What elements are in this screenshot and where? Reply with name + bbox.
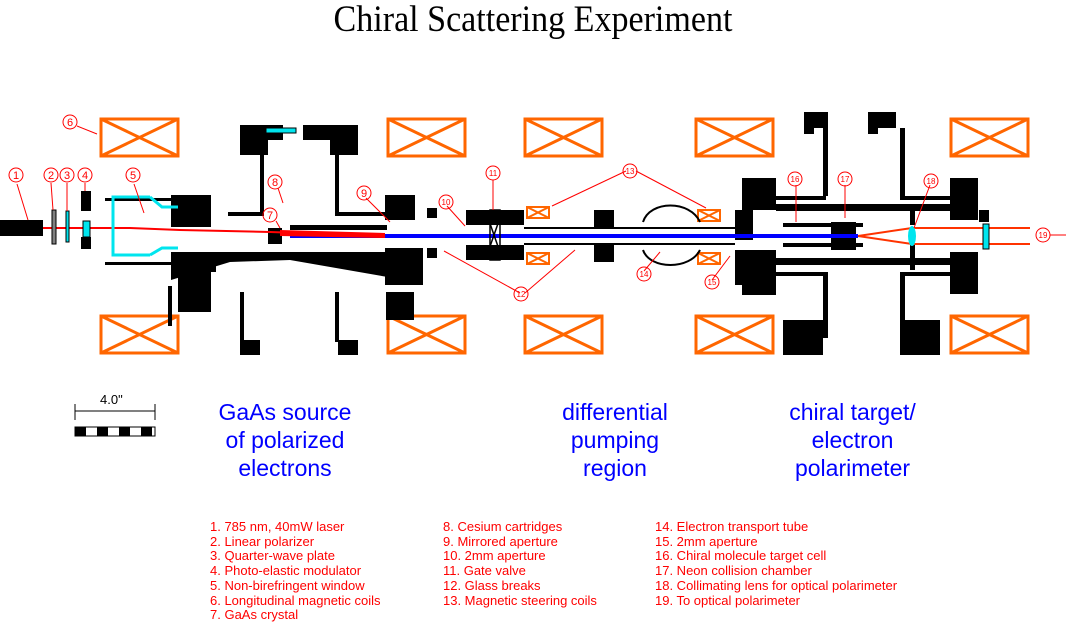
legend-item: 4. Photo-elastic modulator: [210, 563, 362, 579]
coil-top-3: [523, 117, 604, 158]
coil-top-5: [949, 117, 1030, 158]
legend-item: 13. Magnetic steering coils: [443, 592, 597, 608]
steering-coils: [526, 206, 721, 265]
coil-bottom-2: [386, 314, 467, 355]
legend-column-2: 8. Cesium cartridges 9. Mirrored apertur…: [443, 519, 597, 608]
callout-5: 5: [130, 170, 136, 182]
scale-bar: [74, 404, 156, 437]
gate-valve: [485, 209, 503, 261]
collimating-lens: [908, 226, 916, 246]
callout-11: 11: [489, 169, 498, 178]
legend-column-3: 14. Electron transport tube 15. 2mm aper…: [655, 519, 898, 608]
vacuum-chambers: [0, 112, 989, 355]
legend-item: 15. 2mm aperture: [655, 533, 758, 549]
legend-item: 12. Glass breaks: [443, 577, 541, 593]
legend-item: 3. Quarter-wave plate: [210, 548, 336, 564]
magnetic-coils: [99, 117, 1030, 355]
legend-item: 16. Chiral molecule target cell: [655, 548, 827, 564]
legend-item: 17. Neon collision chamber: [655, 563, 812, 579]
laser-body: [0, 220, 43, 236]
linear-polarizer: [51, 209, 57, 245]
coil-top-2: [386, 117, 467, 158]
legend-item: 9. Mirrored aperture: [443, 533, 558, 549]
coil-bottom-1: [99, 314, 180, 355]
legend-item: 8. Cesium cartridges: [443, 519, 563, 534]
coil-bottom-3: [523, 314, 604, 355]
legend-column-1: 1. 785 nm, 40mW laser 2. Linear polarize…: [210, 519, 381, 623]
legend-item: 19. To optical polarimeter: [655, 592, 801, 608]
window: [111, 195, 150, 257]
output-light: [857, 227, 1030, 245]
callout-18: 18: [927, 177, 936, 186]
coil-bottom-4: [694, 314, 775, 355]
transport-tube: [524, 204, 735, 266]
callout-3: 3: [64, 170, 70, 182]
pem-crystal: [82, 220, 91, 238]
output-window: [982, 223, 990, 250]
callout-13: 13: [626, 167, 635, 176]
coil-bottom-5: [949, 314, 1030, 355]
callout-2: 2: [48, 170, 54, 182]
coil-top-1: [99, 117, 180, 158]
callout-8: 8: [272, 177, 278, 189]
legend-item: 7. GaAs crystal: [210, 607, 299, 623]
coil-top-4: [694, 117, 775, 158]
legend-item: 5. Non-birefringent window: [210, 577, 365, 593]
callout-7: 7: [267, 210, 273, 222]
legend-item: 10. 2mm aperture: [443, 548, 546, 564]
callout-4: 4: [82, 170, 88, 182]
callout-1: 1: [13, 170, 19, 182]
view-port: [265, 127, 297, 134]
legend-item: 1. 785 nm, 40mW laser: [210, 519, 345, 534]
legend-item: 6. Longitudinal magnetic coils: [210, 592, 381, 608]
legend-item: 2. Linear polarizer: [210, 533, 315, 549]
callouts: [8, 114, 1066, 302]
callout-19: 19: [1039, 231, 1048, 240]
scale-bar-label: 4.0": [100, 392, 123, 407]
callout-17: 17: [841, 175, 850, 184]
quarter-wave-plate: [65, 210, 70, 243]
legend-item: 18. Collimating lens for optical polarim…: [655, 577, 898, 593]
legend-item: 11. Gate valve: [443, 563, 526, 579]
callout-10: 10: [442, 198, 451, 207]
legend-item: 14. Electron transport tube: [655, 519, 809, 534]
callout-12: 12: [517, 290, 526, 299]
callout-16: 16: [791, 175, 800, 184]
callout-9: 9: [361, 188, 367, 200]
callout-6: 6: [67, 117, 73, 129]
diagram-title: Chiral Scattering Experiment: [333, 0, 733, 40]
callout-14: 14: [640, 270, 649, 279]
callout-15: 15: [708, 278, 717, 287]
